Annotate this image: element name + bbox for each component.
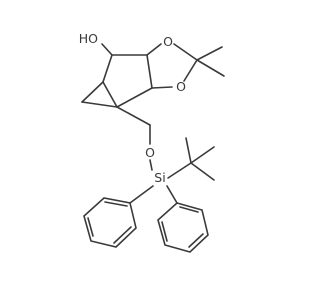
molecule-structure: HO O O O Si [79,31,225,253]
bond [151,86,173,89]
aromatic-bond [161,221,168,242]
bond [102,54,113,83]
bond [81,101,118,108]
bond [190,146,215,164]
bond [167,162,192,179]
ring-oxygen-bottom-label: O [176,79,186,94]
bond [183,59,198,82]
aromatic-bond [113,226,132,244]
aromatic-bond [188,233,204,248]
phenyl-ring-left [83,197,137,248]
atom-labels: HO O O O Si [79,31,186,185]
bond [149,159,153,171]
structure-canvas: HO O O O Si [78,31,225,253]
bond-c-oh [101,43,113,56]
bond [185,137,192,164]
bond [196,59,225,77]
bond [102,81,118,108]
silicon-label: Si [154,170,165,185]
bond [146,43,162,56]
bond-lines [81,43,225,253]
bond [196,46,223,61]
bond [166,185,178,204]
phenyl-ring-right [157,202,209,253]
bond [190,162,215,181]
aromatic-bond [87,217,94,237]
aromatic-bond [104,201,128,207]
bond [129,185,154,204]
bond [81,81,104,103]
ether-oxygen-label: O [145,145,155,160]
bond [116,87,153,108]
ring-oxygen-top-label: O [163,34,173,49]
hydroxyl-label: HO [79,31,98,46]
bond [146,54,153,89]
bond [173,43,198,61]
aromatic-bond [179,206,199,213]
bond [116,106,151,126]
